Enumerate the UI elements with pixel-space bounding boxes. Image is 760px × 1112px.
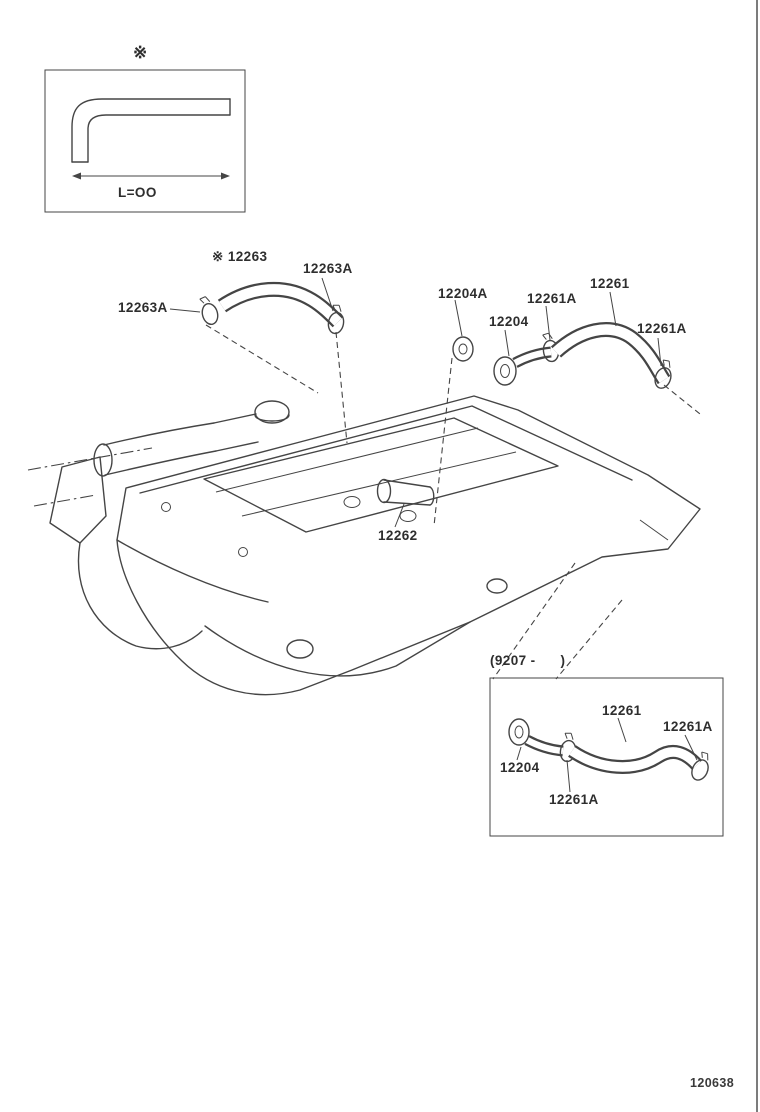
callout-12263[interactable]: ※ 12263 [212,249,268,264]
diagram-number: 120638 [690,1076,735,1090]
callout-12261a-top[interactable]: 12261A [527,291,577,306]
valve-12204-drawing [493,346,552,386]
clamp-12263a-right-icon [327,304,345,335]
legend-box [44,69,246,213]
callout-12204[interactable]: 12204 [489,314,529,329]
length-dimension-arrow [72,172,230,180]
inset-callout-12261[interactable]: 12261 [602,703,642,718]
inset-callout-12261a-right[interactable]: 12261A [663,719,713,734]
inset-clamp-12261a-right-icon [691,751,709,781]
inset-hose-12261-drawing [568,744,703,774]
callout-12263a-left[interactable]: 12263A [118,300,168,315]
engine-drawing [27,395,701,696]
inset-callout-12261a-bottom[interactable]: 12261A [549,792,599,807]
inset-callout-12204[interactable]: 12204 [500,760,540,775]
grommet-12204a-icon [452,336,474,362]
projection-lines [205,324,701,680]
hose-12263-drawing [217,281,344,328]
legend-length-label: L=OO [118,185,157,200]
inset-caption: (9207 - ) [490,653,566,668]
callout-12262[interactable]: 12262 [378,528,418,543]
hose-12261-drawing [550,322,671,385]
legend-hose-drawing [71,98,231,163]
tube-12262-drawing [376,478,435,506]
callout-12261[interactable]: 12261 [590,276,630,291]
callout-12261a-right[interactable]: 12261A [637,321,687,336]
leader-lines [169,277,698,793]
callout-12263a-right[interactable]: 12263A [303,261,353,276]
legend-symbol: ※ [133,43,148,62]
clamp-12263a-left-icon [199,296,219,326]
callout-12204a[interactable]: 12204A [438,286,488,301]
inset-valve-12204-drawing [508,718,564,757]
inset-box [489,677,724,837]
clamp-12261a-right-icon [654,359,672,389]
